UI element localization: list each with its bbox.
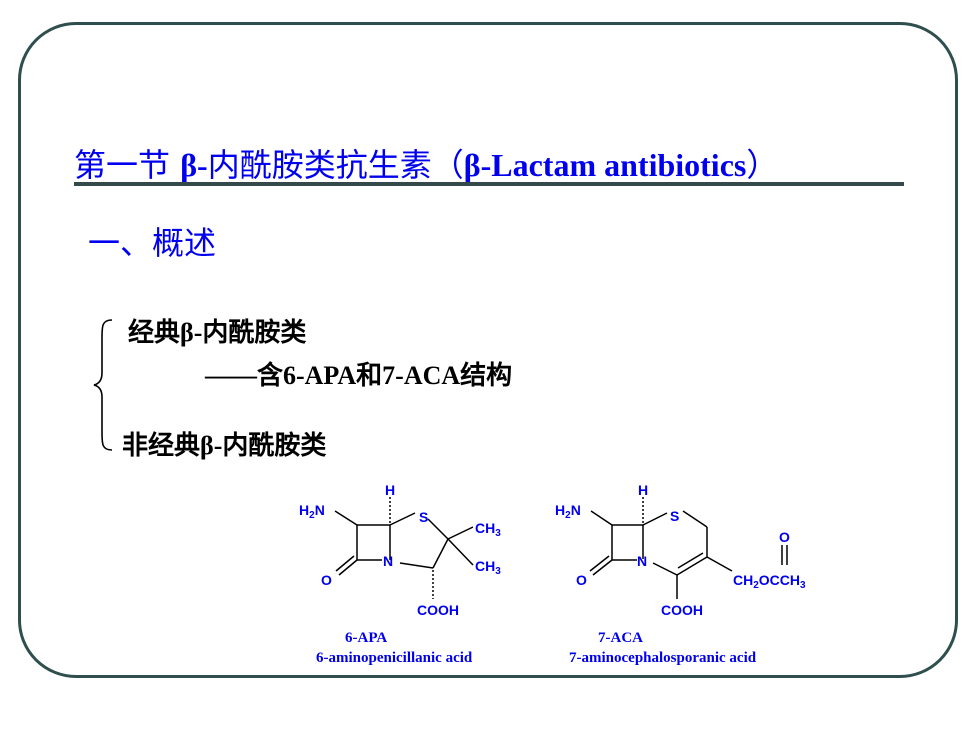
structure-7-aca [589,497,788,599]
structure-6-apa [334,497,474,599]
aca-o-label: O [576,572,587,588]
apa-s-label: S [419,509,428,525]
aca-caption-short: 7-ACA [598,630,643,646]
slide-title: 第一节 β-内酰胺类抗生素（β-Lactam antibiotics） [74,140,778,186]
apa-h2n-label: H2N [299,502,325,521]
aca-h2n-label: H2N [555,502,581,521]
title-part2: 内酰胺类抗生素 [207,146,432,184]
title-part1: 第一节 [74,146,181,184]
aca-caption-full: 7-aminocephalosporanic acid [569,650,757,666]
list-item-nonclassic: 非经典β-内酰胺类 [122,431,327,460]
section-subtitle: 一、概述 [88,224,217,262]
aca-o-carbonyl-label: O [779,529,790,545]
aca-s-label: S [670,508,679,524]
aca-n-label: N [637,553,647,569]
apa-o-label: O [321,572,332,588]
left-brace [93,319,113,451]
apa-ch3-bottom-label: CH3 [475,558,501,577]
title-paren-close: ） [746,146,779,184]
title-beta: β- [180,147,208,183]
apa-h-label: H [385,482,395,498]
list-item-classic-detail: ——含6-APA和7-ACA结构 [205,361,513,390]
apa-n-label: N [383,553,393,569]
apa-caption-short: 6-APA [345,630,388,646]
aca-cooh-label: COOH [661,602,703,618]
aca-h-label: H [638,482,648,498]
apa-cooh-label: COOH [417,602,459,618]
apa-caption-full: 6-aminopenicillanic acid [316,650,473,666]
title-underline [74,182,904,186]
chemical-structures: H2N H S N O CH3 CH3 COOH H2N H S N O [299,482,806,618]
title-latin: β-Lactam antibiotics [463,147,747,183]
apa-ch3-top-label: CH3 [475,520,501,539]
list-item-classic: 经典β-内酰胺类 [128,318,307,347]
slide-frame [18,22,958,678]
title-paren-open: （ [431,146,464,184]
aca-side-chain-label: CH2OCCH3 [733,572,806,591]
